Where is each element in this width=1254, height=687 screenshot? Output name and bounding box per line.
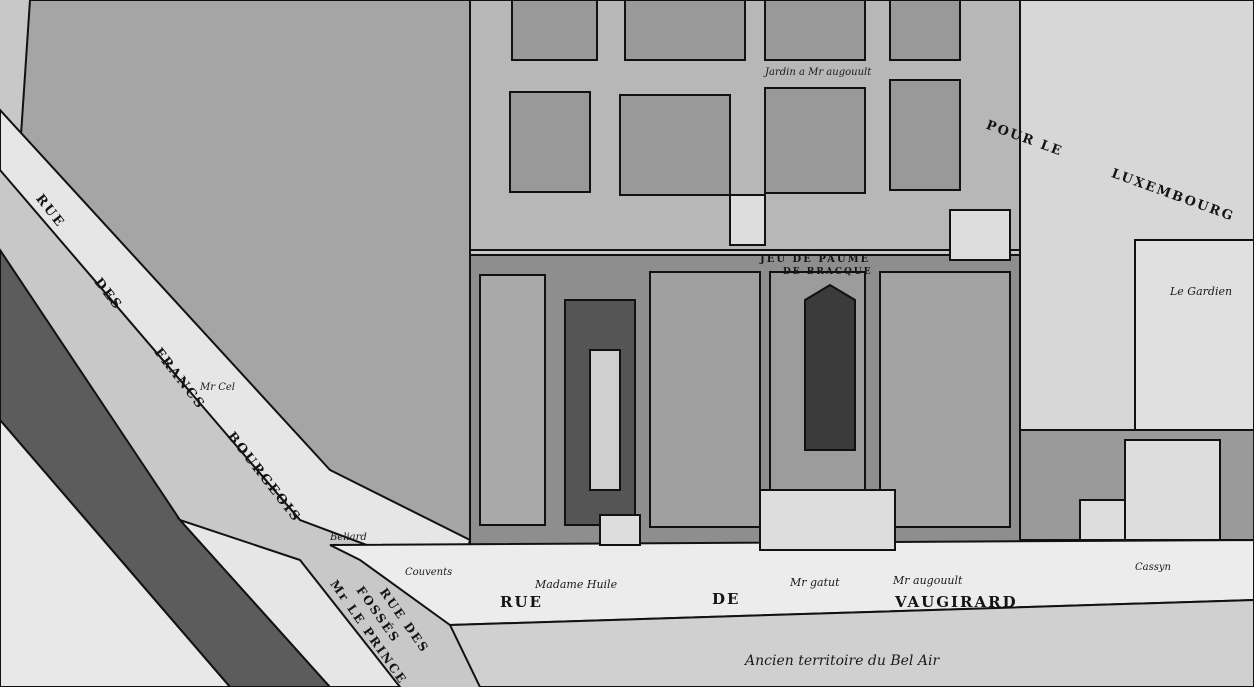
garden-plot xyxy=(764,0,866,61)
territory-bel-air xyxy=(448,598,1254,687)
garden-plot xyxy=(764,87,866,194)
garden-plot xyxy=(511,0,598,61)
house xyxy=(1124,439,1221,541)
cassyn-label: Cassyn xyxy=(1135,562,1171,573)
garden-plot xyxy=(619,94,731,196)
house xyxy=(949,209,1011,261)
lower-left-area xyxy=(0,418,232,687)
strip xyxy=(479,274,546,526)
madame-label: Madame Huile xyxy=(534,578,618,591)
le-gardien-label: Le Gardien xyxy=(1169,285,1232,298)
vaugirard-rue-label: RUE xyxy=(500,593,543,611)
vaugirard-name-label: VAUGIRARD xyxy=(894,593,1018,611)
jardin-label: Jardin a Mr augouult xyxy=(763,67,872,78)
right-enclosure xyxy=(1134,239,1254,431)
jeu-de-paume-building xyxy=(804,283,856,451)
beliard-label: Beliard xyxy=(329,532,367,543)
jeu-de-paume-line1: JEU DE PAUME xyxy=(759,254,870,265)
garden-plot xyxy=(509,91,591,193)
territoire-label: Ancien territoire du Bel Air xyxy=(743,653,940,669)
street-fosses xyxy=(176,517,402,687)
mr-gatut-label: Mr gatut xyxy=(789,576,840,589)
strip xyxy=(649,271,761,528)
house xyxy=(729,194,766,246)
mr-cel-label: Mr Cel xyxy=(199,382,235,393)
house xyxy=(1079,499,1126,541)
garden-plot xyxy=(889,79,961,191)
garden-plot xyxy=(889,0,961,61)
house xyxy=(599,514,641,546)
strip-court xyxy=(589,349,621,491)
moat xyxy=(0,248,332,687)
vaugirard-de-label: DE xyxy=(712,590,740,608)
jeu-de-paume-line2: DE BRACQUE xyxy=(783,267,873,277)
couvents-label: Couvents xyxy=(405,567,452,578)
mr-augouult-label: Mr augouult xyxy=(892,574,963,587)
garden-plot xyxy=(624,0,746,61)
house xyxy=(759,489,896,551)
strip xyxy=(879,271,1011,528)
